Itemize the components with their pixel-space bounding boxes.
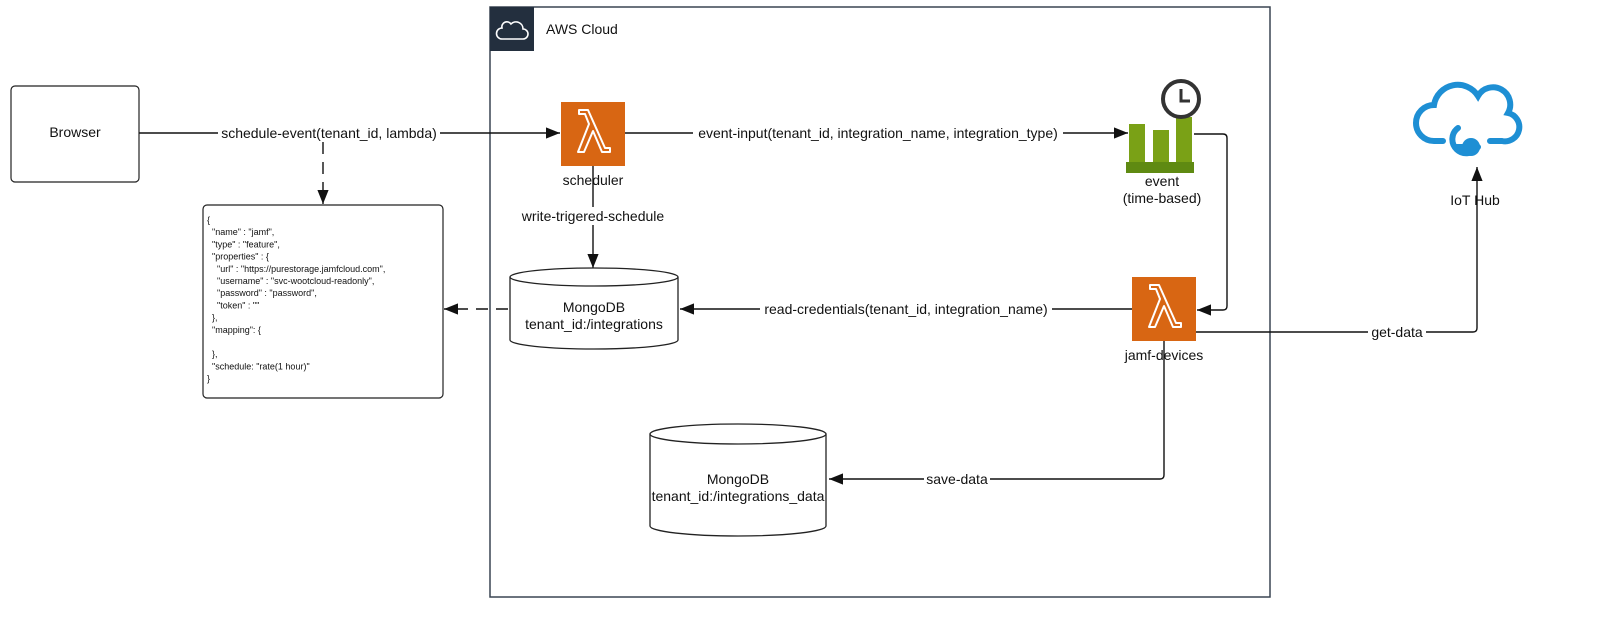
save-data-label: save-data — [926, 471, 988, 487]
lambda-icon — [1132, 277, 1196, 341]
config-note-line: "type" : "feature", — [207, 239, 280, 249]
edge-write-schedule: write-trigered-schedule — [516, 166, 670, 268]
config-note-line: { — [207, 215, 210, 225]
write-schedule-label: write-trigered-schedule — [521, 208, 665, 224]
mongodb-integrations-data-node: MongoDB tenant_id:/integrations_data — [649, 423, 827, 537]
edge-schedule-event: schedule-event(tenant_id, lambda) — [139, 124, 560, 142]
get-data-label: get-data — [1371, 324, 1423, 340]
aws-cloud-header-badge — [490, 7, 534, 51]
mongodb-integrations-data-label-line2: tenant_id:/integrations_data — [652, 488, 825, 504]
edge-read-credentials: read-credentials(tenant_id, integration_… — [680, 300, 1132, 318]
config-note-text: { "name" : "jamf", "type" : "feature", "… — [207, 215, 385, 384]
cloud-icon — [495, 21, 529, 40]
read-credentials-label: read-credentials(tenant_id, integration_… — [764, 301, 1047, 317]
config-note-line — [207, 337, 210, 347]
mongodb-integrations-label-line1: MongoDB — [563, 299, 625, 315]
edge-event-input: event-input(tenant_id, integration_name,… — [625, 124, 1128, 142]
mongodb-integrations-label-line2: tenant_id:/integrations — [525, 316, 663, 332]
iot-hub-label: IoT Hub — [1450, 192, 1500, 208]
jamf-devices-node: jamf-devices — [1124, 277, 1203, 363]
event-label-line2: (time-based) — [1123, 190, 1202, 206]
scheduler-node: scheduler — [561, 102, 625, 188]
clock-icon — [1161, 79, 1201, 119]
config-note: { "name" : "jamf", "type" : "feature", "… — [202, 204, 444, 399]
config-note-line: }, — [207, 313, 218, 323]
config-note-line: "name" : "jamf", — [207, 227, 274, 237]
edge-get-data: get-data — [1196, 167, 1483, 341]
config-note-line: "url" : "https://purestorage.jamfcloud.c… — [207, 264, 385, 274]
event-label-line1: event — [1145, 173, 1179, 189]
config-note-line: }, — [207, 349, 218, 359]
lambda-icon — [561, 102, 625, 166]
config-note-line: "token" : "" — [207, 300, 259, 310]
eventbridge-event-icon — [1126, 117, 1194, 173]
config-note-line: "properties" : { — [207, 252, 269, 262]
mongodb-integrations-data-label-line1: MongoDB — [707, 471, 769, 487]
event-node: event (time-based) — [1123, 79, 1202, 206]
config-note-line: "password" : "password", — [207, 288, 317, 298]
mongodb-integrations-node: MongoDB tenant_id:/integrations — [509, 267, 679, 350]
edge-save-data: save-data — [829, 341, 1165, 488]
edge-event-to-jamf — [1194, 133, 1228, 316]
event-input-label: event-input(tenant_id, integration_name,… — [698, 125, 1058, 141]
iot-hub-icon — [1413, 81, 1523, 157]
browser-label: Browser — [49, 124, 101, 140]
config-note-line: "schedule: "rate(1 hour)" — [207, 361, 310, 371]
browser-node: Browser — [10, 85, 140, 183]
config-note-line: } — [207, 374, 210, 384]
config-note-line: "username" : "svc-wootcloud-readonly", — [207, 276, 374, 286]
config-note-line: "mapping": { — [207, 325, 261, 335]
aws-cloud-title: AWS Cloud — [546, 21, 618, 37]
schedule-event-label: schedule-event(tenant_id, lambda) — [221, 125, 437, 141]
iot-hub-node: IoT Hub — [1413, 81, 1523, 208]
aws-cloud-group: AWS Cloud — [489, 6, 1271, 598]
